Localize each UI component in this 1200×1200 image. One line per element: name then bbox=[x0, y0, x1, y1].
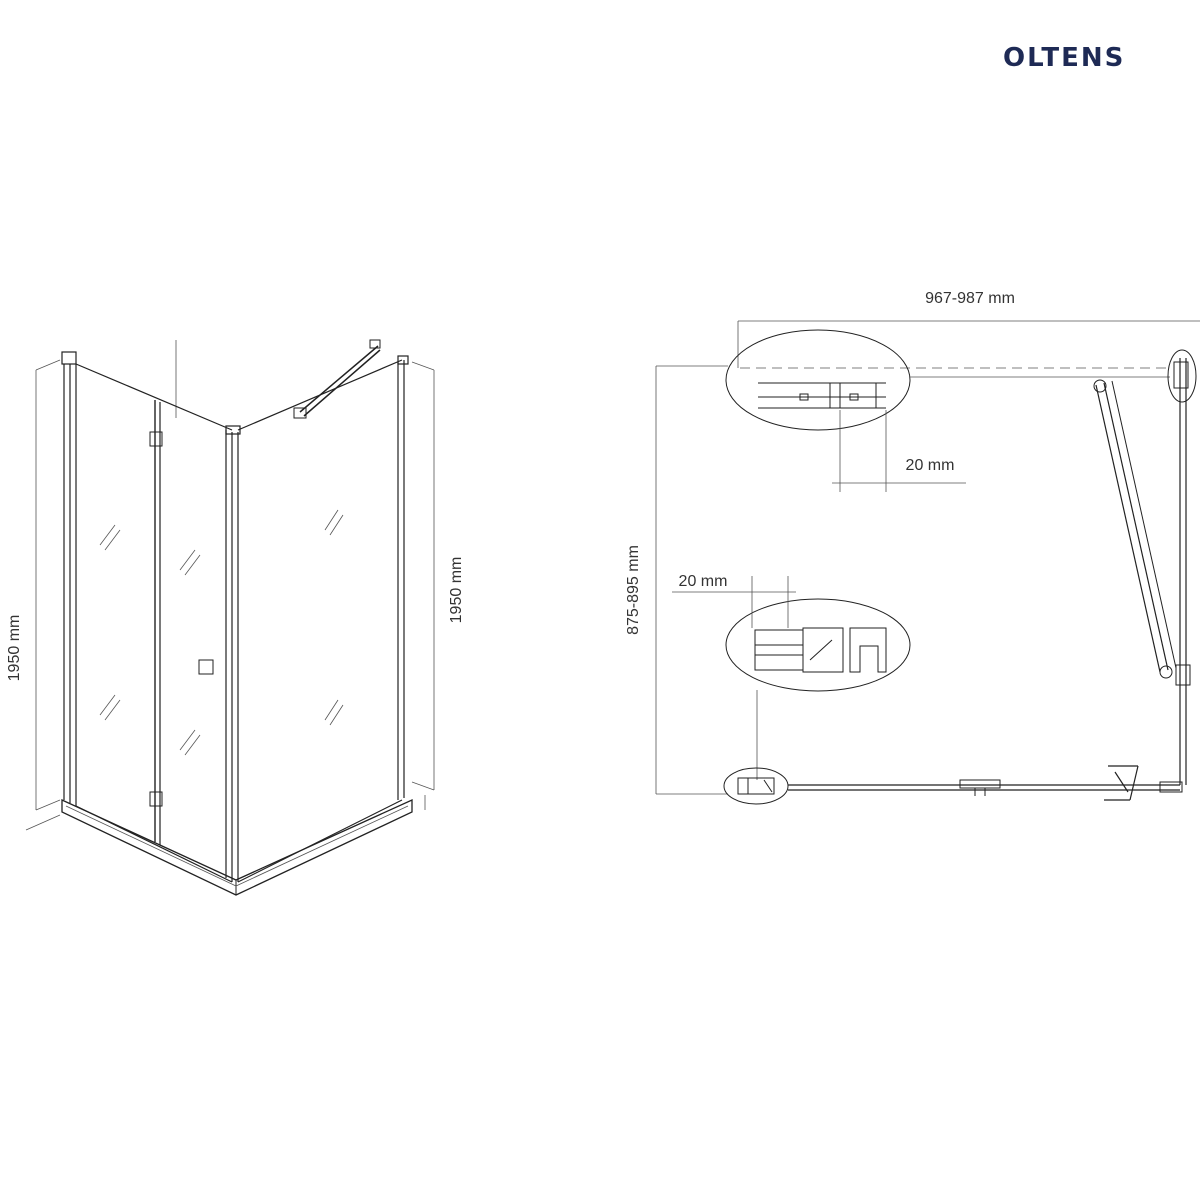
glass-reflection-icon bbox=[99, 509, 344, 756]
shower-tray bbox=[61, 798, 413, 896]
width-label: 967-987 mm bbox=[925, 290, 1015, 307]
height-label-left: 1950 mm bbox=[6, 615, 23, 682]
side-panel bbox=[225, 355, 409, 883]
hinge-bracket-icon bbox=[1104, 765, 1139, 801]
wall-floor-left bbox=[25, 814, 61, 831]
front-door-plan bbox=[788, 779, 1183, 796]
depth-label: 875-895 mm bbox=[625, 545, 642, 635]
detail-bottom-left bbox=[723, 767, 789, 805]
height-dimension-right bbox=[411, 361, 435, 791]
depth-dimension bbox=[655, 365, 728, 795]
door-handle-icon bbox=[198, 659, 214, 675]
side-panel-plan bbox=[1093, 379, 1177, 679]
stabilizer-bar bbox=[293, 339, 381, 419]
width-dimension bbox=[737, 320, 1200, 368]
perspective-view: 1950 mm 1950 mm bbox=[6, 339, 465, 896]
plan-view: 967-987 mm 875-895 mm 20 mm bbox=[625, 290, 1200, 805]
detail-top-gap-label: 20 mm bbox=[906, 457, 955, 474]
left-wall-profile bbox=[61, 351, 77, 806]
front-door-panels bbox=[75, 363, 239, 883]
hinge-icon bbox=[149, 431, 163, 807]
height-dimension-left bbox=[35, 359, 61, 811]
height-label-right: 1950 mm bbox=[448, 557, 465, 624]
detail-left-gap-label: 20 mm bbox=[679, 573, 728, 590]
detail-left bbox=[672, 576, 911, 780]
detail-top bbox=[725, 329, 1170, 492]
side-profile-plan bbox=[1167, 349, 1197, 785]
brand-logo: OLTENS bbox=[1003, 43, 1126, 73]
